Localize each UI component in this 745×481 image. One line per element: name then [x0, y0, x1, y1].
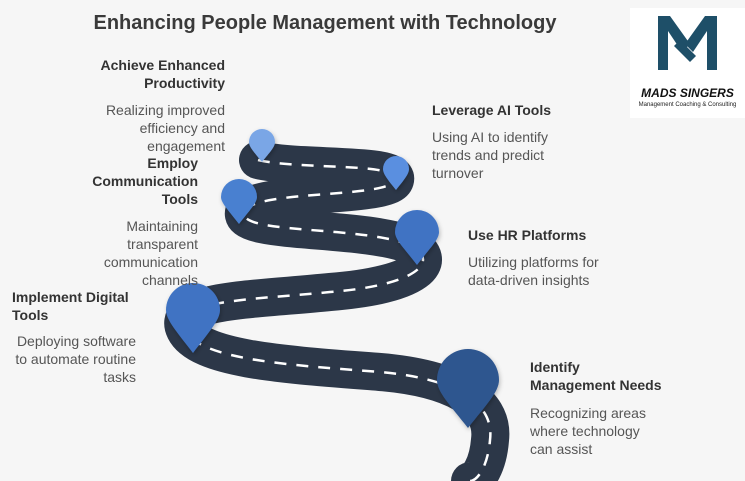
step-heading-productivity: Achieve Enhanced Productivity — [100, 57, 226, 91]
pin-hr-platforms — [395, 210, 439, 265]
pin-digital-tools — [166, 283, 220, 353]
step-desc-hr: Utilizing platforms for data-driven insi… — [468, 254, 599, 288]
pin-communication-tools — [221, 179, 257, 224]
diagram-title: Enhancing People Management with Technol… — [93, 12, 557, 34]
logo-subtitle: Management Coaching & Consulting — [638, 102, 737, 108]
pin-productivity — [249, 129, 275, 162]
step-heading-hr: Use HR Platforms — [468, 227, 587, 243]
step-desc-ai: Using AI to identify trends and predict … — [432, 129, 548, 181]
logo-name: MADS SINGERS — [641, 86, 734, 100]
step-desc-productivity: Realizing improved efficiency and engage… — [105, 102, 225, 154]
pin-ai-tools — [383, 156, 409, 190]
road-path — [164, 141, 510, 481]
logo: MADS SINGERS Management Coaching & Consu… — [630, 8, 745, 118]
step-desc-communication: Maintaining transparent communication ch… — [103, 218, 198, 288]
logo-mark-icon — [658, 16, 717, 70]
pin-identify-needs — [436, 348, 500, 428]
step-desc-digital: Deploying software to automate routine t… — [15, 333, 136, 385]
step-heading-identify: Identify Management Needs — [530, 359, 662, 393]
step-heading-communication: Employ Communication Tools — [92, 155, 198, 207]
step-desc-identify: Recognizing areas where technology can a… — [530, 405, 646, 457]
step-heading-digital: Implement Digital Tools — [12, 289, 129, 323]
step-heading-ai: Leverage AI Tools — [432, 102, 552, 118]
